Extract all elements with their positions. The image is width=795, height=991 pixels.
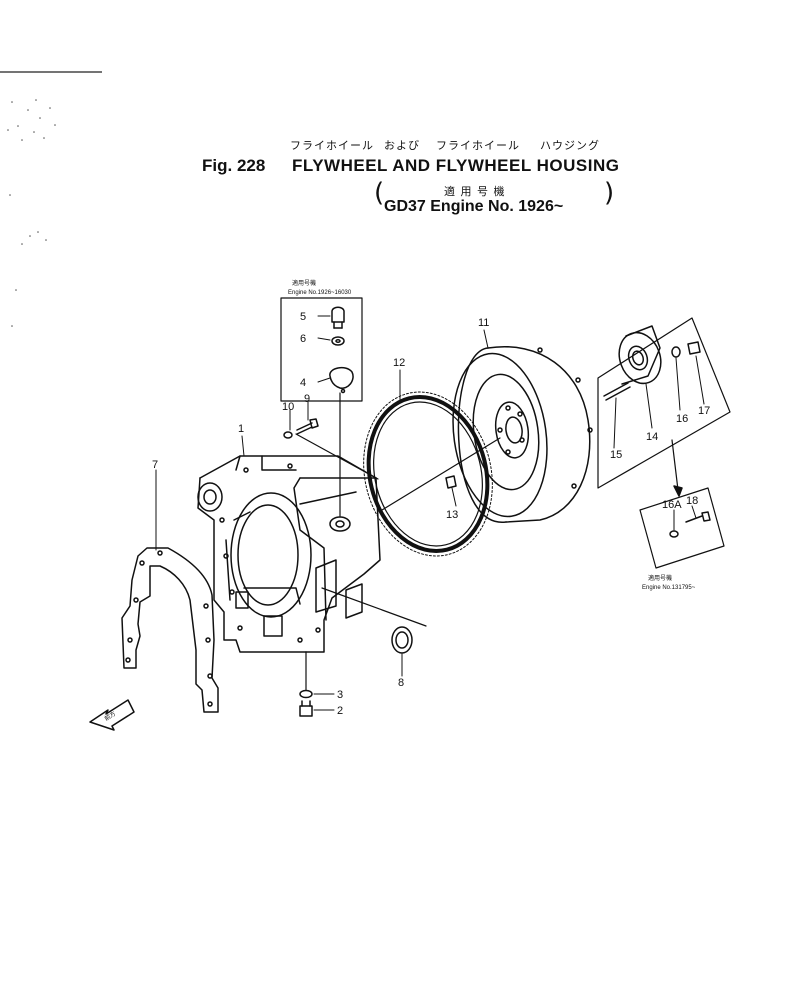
callout-18: 18 [686,495,698,507]
part-12-ring-gear [363,391,493,557]
callout-10: 10 [282,401,294,413]
leader-seal [321,587,427,627]
part-16A-washer [669,530,679,538]
part-13-dowel [445,475,457,489]
part-7-gasket [121,547,219,713]
part-14-bearing [618,325,662,385]
leader-group-arrow [671,439,679,491]
callout-16A: 16A [662,499,682,511]
part-1-housing [197,455,381,653]
callout-13: 13 [446,509,458,521]
part-9-bolt [296,418,319,435]
callout-5: 5 [300,311,306,323]
front-arrow-icon [89,699,135,731]
part-4-cover [329,366,354,394]
callout-9: 9 [304,393,310,405]
part-10-washer [283,431,293,439]
note-box-early-engines [280,297,363,402]
jp-title-flywheel-2: フライホイール [436,139,520,152]
callout-11: 11 [478,317,489,329]
left-paren-glyph: ( [374,178,385,208]
callout-7: 7 [152,459,158,471]
figure-number: Fig. 228 [202,156,266,175]
scan-artifacts [0,71,102,327]
callout-17: 17 [698,405,710,417]
callout-15: 15 [610,449,622,461]
callout-12: 12 [393,357,405,369]
part-8-seal [391,626,413,654]
jp-title-housing: ハウジング [540,139,600,152]
callout-6: 6 [300,333,306,345]
callout-8: 8 [398,677,404,689]
applicable-engine: GD37 Engine No. 1926~ [384,198,564,215]
part-3-washer [299,689,313,699]
right-note-jp: 適用号機 [648,574,672,582]
callout-1: 1 [238,423,244,435]
left-note-jp: 適用号機 [292,279,316,287]
callout-14: 14 [646,431,658,443]
part-number-leaders [155,315,705,711]
part-callouts: 1 2 3 4 5 6 7 8 9 10 11 12 13 14 15 16 1… [152,311,710,717]
part-2-drain-plug [299,700,313,717]
part-17-bolt [687,341,701,355]
right-note-range: Engine No.131795~ [642,585,696,591]
part-6-washer [331,336,345,346]
note-texts: 適用号機 Engine No.1926~16030 適用号機 Engine No… [103,279,696,723]
jp-applicable-label: 適 用 号 機 [444,185,506,198]
part-11-flywheel [452,346,593,523]
part-16-washer [671,346,681,358]
right-paren-glyph: ) [604,178,615,208]
left-note-range: Engine No.1926~16030 [288,290,352,296]
part-5-plug [331,306,345,329]
note-box-later-engines [639,487,725,569]
note-box-bearing-group [597,317,731,489]
callout-4: 4 [300,377,306,389]
part-18-bolt [685,511,711,523]
callout-3: 3 [337,689,343,701]
figure-title: FLYWHEEL AND FLYWHEEL HOUSING [292,156,620,175]
leader-center-axis [381,437,501,511]
part-15-pin [603,382,631,401]
callout-16: 16 [676,413,688,425]
callout-2: 2 [337,705,343,717]
jp-title-and: および [384,139,420,152]
jp-title-flywheel: フライホイール [290,139,374,152]
